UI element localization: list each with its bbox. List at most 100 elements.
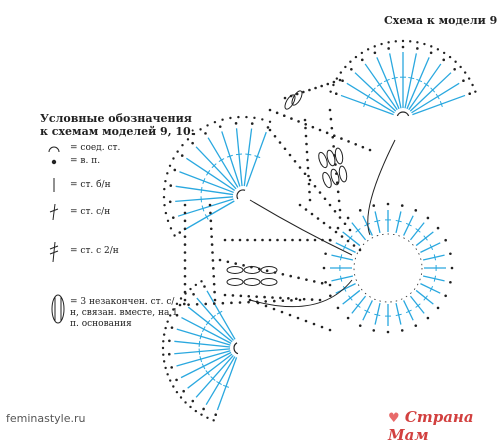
chain-stitch xyxy=(308,191,311,194)
chain-stitch xyxy=(163,333,165,335)
flower-center-ring xyxy=(354,234,422,302)
chain-stitch xyxy=(181,144,183,146)
chain-stitch xyxy=(229,117,231,119)
chain-stitch xyxy=(184,299,187,302)
chain-stitch xyxy=(176,391,178,393)
chain-stitch xyxy=(163,360,165,362)
chain-stitch xyxy=(336,77,338,79)
chain-stitch xyxy=(335,231,338,234)
double-crochet-stitch xyxy=(244,129,251,187)
chain-stitch xyxy=(349,61,351,63)
chain-stitch xyxy=(299,166,302,169)
connecting-line xyxy=(368,140,395,235)
chain-stitch xyxy=(211,251,214,254)
chain-stitch xyxy=(414,209,417,212)
chain-stitch xyxy=(430,52,433,55)
chain-stitch xyxy=(444,294,447,297)
chain-stitch xyxy=(265,305,268,308)
chain-stitch xyxy=(442,59,445,62)
chain-stitch xyxy=(326,132,329,135)
stitch-crossbar xyxy=(392,77,398,78)
chain-stitch xyxy=(297,120,300,123)
chain-stitch xyxy=(341,235,344,238)
chain-stitch xyxy=(163,196,165,198)
chain-stitch xyxy=(214,413,217,416)
chain-stitch xyxy=(308,183,311,186)
chain-stitch xyxy=(387,41,389,43)
chain-stitch xyxy=(247,295,250,298)
chain-stitch xyxy=(313,280,316,283)
chain-stitch xyxy=(183,303,186,306)
chain-stitch xyxy=(224,239,227,242)
cluster-stitch xyxy=(244,279,260,286)
cluster-outline xyxy=(261,267,277,274)
double-crochet-stitch xyxy=(404,300,414,320)
double-crochet-stitch xyxy=(416,232,433,246)
chain-stitch xyxy=(306,159,309,162)
chain-stitch xyxy=(350,68,353,71)
chain-stitch xyxy=(261,118,263,120)
chain-stitch xyxy=(361,59,364,62)
chain-stitch xyxy=(347,140,350,143)
cluster-stitch xyxy=(227,279,243,286)
chain-stitch xyxy=(202,408,205,411)
legend-heading-line1: Условные обозначения xyxy=(40,112,200,125)
chain-stitch xyxy=(474,90,476,92)
chain-stitch xyxy=(279,297,282,300)
cluster-stitch xyxy=(227,267,243,274)
chain-stitch xyxy=(468,92,471,95)
watermark-logo: ♥ Страна Мам xyxy=(388,408,500,444)
chain-stitch xyxy=(339,79,342,82)
chain-stitch xyxy=(209,204,212,207)
chain-stitch xyxy=(191,400,194,403)
chain-stitch xyxy=(232,294,235,297)
chain-stitch xyxy=(251,122,254,125)
chain-stitch xyxy=(284,97,287,100)
chain-stitch xyxy=(187,138,189,140)
chain-stitch xyxy=(168,339,171,342)
fan-base-arc xyxy=(397,112,408,116)
chain-stitch xyxy=(312,126,315,129)
chain-stitch xyxy=(231,239,234,242)
chain-stitch xyxy=(437,307,440,310)
chain-stitch xyxy=(237,116,239,118)
chain-stitch xyxy=(311,298,314,301)
chain-stitch xyxy=(353,244,356,247)
chain-stitch xyxy=(264,300,267,303)
chain-stitch xyxy=(167,220,169,222)
chain-stitch xyxy=(212,259,215,262)
chain-stitch xyxy=(184,243,187,246)
chain-stitch xyxy=(311,213,314,216)
chain-stitch xyxy=(165,212,167,214)
chain-stitch xyxy=(254,239,257,242)
chain-stitch xyxy=(192,293,195,296)
chain-stitch xyxy=(180,396,182,398)
chain-stitch xyxy=(184,259,187,262)
stitch-crossbar xyxy=(408,77,414,78)
double-crochet-stitch xyxy=(246,132,266,187)
chain-stitch xyxy=(273,308,276,311)
chain-stitch xyxy=(172,385,174,387)
legend-label-single-crochet: = ст. б/н xyxy=(70,180,111,191)
chain-stitch xyxy=(212,275,215,278)
chain-stitch xyxy=(335,92,338,95)
stitch-crossbar xyxy=(374,220,380,221)
chain-stitch xyxy=(430,45,432,47)
double-crochet-stitch xyxy=(343,290,360,304)
chain-stitch xyxy=(340,137,343,140)
chain-stitch xyxy=(349,229,352,232)
chain-stitch xyxy=(245,116,247,118)
stitch-crossbar xyxy=(434,254,435,260)
chain-stitch xyxy=(339,209,342,212)
chain-stitch xyxy=(387,203,390,206)
chain-stitch xyxy=(166,172,168,174)
treble-crochet-symbol xyxy=(50,242,58,262)
chain-stitch xyxy=(437,48,439,50)
chain-stitch xyxy=(173,234,175,236)
chain-stitch xyxy=(191,142,194,145)
chain-stitch xyxy=(169,184,172,187)
chain-stitch xyxy=(200,280,202,282)
chain-stitch xyxy=(176,150,178,152)
chain-stitch xyxy=(162,354,164,356)
chain-stitch xyxy=(305,278,308,281)
